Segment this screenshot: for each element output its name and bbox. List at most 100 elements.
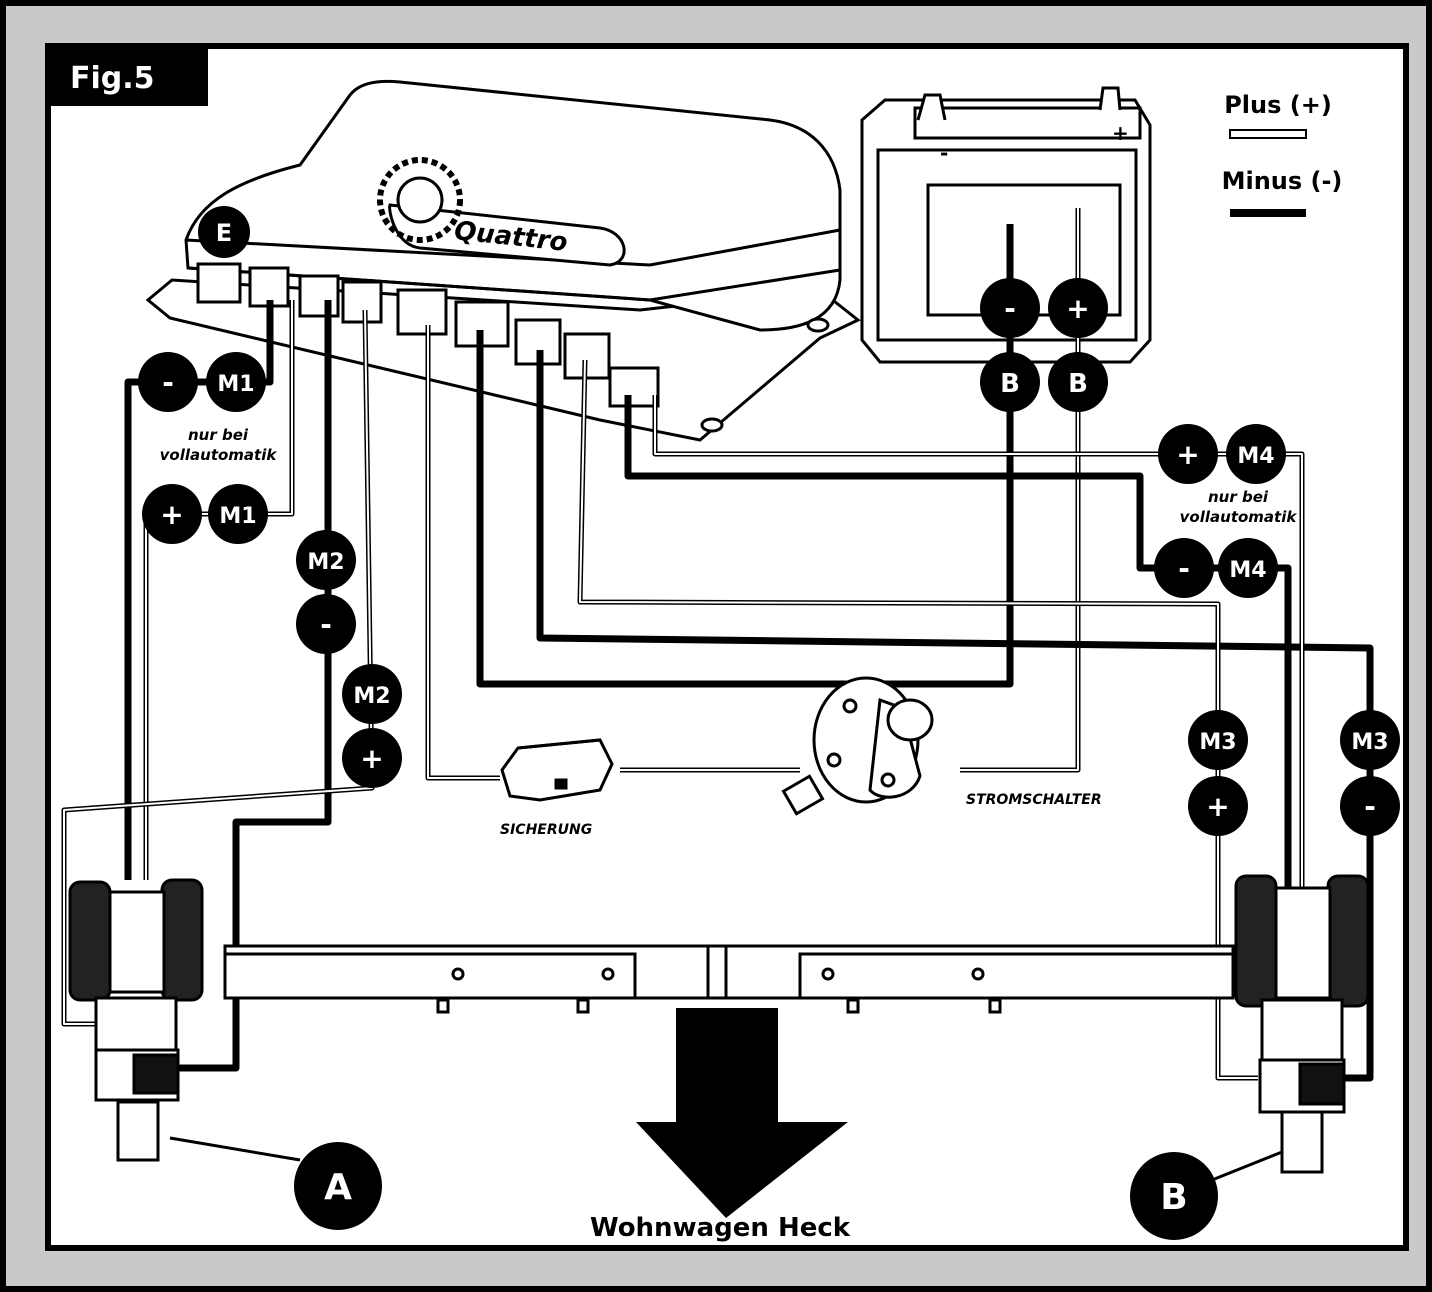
logo-gear <box>377 157 463 243</box>
badges <box>138 278 1400 1240</box>
port-5 <box>396 288 448 336</box>
badge-m1-plus-label <box>208 484 268 544</box>
wire-m4-minus <box>624 395 1292 900</box>
controller-edge-2 <box>187 266 841 302</box>
battery-top <box>913 106 1142 140</box>
badge-m4-plus-sign <box>1158 424 1218 484</box>
roller-left-1 <box>68 880 112 1002</box>
badge-m3-b-sign <box>1340 776 1400 836</box>
badge-bat-plus <box>1048 278 1108 338</box>
axle-left-bracket <box>223 952 637 1000</box>
power-switch <box>781 676 934 816</box>
badge-m1-minus-label <box>206 352 266 412</box>
badge-bat-plus-text: + <box>1066 292 1089 325</box>
legend-minus-label: Minus (-) <box>1222 167 1343 195</box>
badge-m1-minus-sign-text: - <box>162 366 174 399</box>
wire-m1-minus <box>124 300 274 880</box>
badge-m2-b-sign-text: + <box>360 742 383 775</box>
badge-m1-minus-label-text: M1 <box>217 372 254 397</box>
port-3 <box>298 274 340 318</box>
badge-bat-b2-text: B <box>1068 369 1088 399</box>
badge-bat-b1-text: B <box>1000 369 1020 399</box>
port-9 <box>608 366 660 408</box>
switch-label: STROMSCHALTER <box>966 792 1102 808</box>
badge-m4-minus-label <box>1218 538 1278 598</box>
drive-left <box>108 890 166 994</box>
badge-m3-a-sign <box>1188 776 1248 836</box>
axle-right-bracket <box>798 952 1235 1000</box>
badge-m3-a-sign-text: + <box>1206 790 1229 823</box>
motor-right-gear <box>1280 1110 1324 1174</box>
badge-m4-minus-sign-text: - <box>1178 552 1190 585</box>
controller-badge-e <box>198 206 250 258</box>
badge-motor-b <box>1130 1152 1218 1240</box>
badge-m2-b-sign <box>342 728 402 788</box>
badge-m1-minus-sign <box>138 352 198 412</box>
note-right-line2: vollautomatik <box>1180 508 1298 526</box>
battery-terminal-neg <box>916 93 947 121</box>
port-1 <box>196 262 242 304</box>
badge-m3-b-sign-text: - <box>1364 790 1376 823</box>
note-left-line1: nur bei <box>188 426 249 444</box>
badge-m1-plus-sign-text: + <box>160 498 183 531</box>
roller-right-2 <box>1326 874 1370 1008</box>
motor-left-gear <box>116 1100 160 1162</box>
controller-badge-e-label: E <box>216 219 232 247</box>
switch-lever <box>868 697 922 799</box>
legend-plus-label: Plus (+) <box>1224 91 1332 119</box>
motor-left <box>68 878 204 1162</box>
motor-right <box>1234 874 1370 1174</box>
badge-motor-b-text: B <box>1160 1177 1187 1218</box>
badge-motor-a-text: A <box>324 1167 352 1208</box>
badge-m3-b-label <box>1340 710 1400 770</box>
badge-m2-a-label <box>296 530 356 590</box>
badge-m2-a-sign <box>296 594 356 654</box>
logo-ring <box>396 176 444 224</box>
mount-hole-bottom <box>700 417 724 433</box>
badge-m4-plus-label-text: M4 <box>1237 444 1274 469</box>
figure-tab <box>48 46 208 106</box>
badge-m2-a-sign-text: - <box>320 608 332 641</box>
badge-m3-a-label <box>1188 710 1248 770</box>
mount-hole-right <box>806 317 830 333</box>
controller-edge <box>185 228 841 267</box>
battery <box>860 86 1152 364</box>
roller-left-2 <box>160 878 204 1002</box>
battery-terminal-pos <box>1098 86 1122 111</box>
direction-arrow <box>636 1008 848 1218</box>
badge-m1-plus-sign <box>142 484 202 544</box>
wire-m3-minus <box>536 350 1374 1082</box>
axle <box>223 944 1235 1014</box>
fuse-label: SICHERUNG <box>500 822 592 838</box>
note-right-line1: nur bei <box>1208 488 1269 506</box>
badge-m4-minus-label-text: M4 <box>1229 558 1266 583</box>
badge-m4-plus-sign-text: + <box>1176 438 1199 471</box>
leader-b <box>1211 1150 1283 1182</box>
direction-label: Wohnwagen Heck <box>590 1213 851 1243</box>
badge-motor-a <box>294 1142 382 1230</box>
badge-bat-b2 <box>1048 352 1108 412</box>
legend-minus-line <box>1230 209 1306 217</box>
roller-right-1 <box>1234 874 1278 1008</box>
logo-plate <box>388 203 626 267</box>
badge-m3-a-label-text: M3 <box>1199 730 1236 755</box>
badge-m2-b-label <box>342 664 402 724</box>
badge-bat-minus-text: - <box>1004 292 1016 325</box>
badge-bat-minus <box>980 278 1040 338</box>
note-left-line2: vollautomatik <box>160 446 278 464</box>
wires <box>61 208 1374 1182</box>
badge-m2-a-label-text: M2 <box>307 550 344 575</box>
legend-plus-line <box>1229 129 1307 139</box>
badge-labels: - + B B - M1 + M1 M2 - M2 + M3 + M3 - + … <box>160 292 1388 1218</box>
badge-m3-b-label-text: M3 <box>1351 730 1388 755</box>
drive-right <box>1274 886 1332 1000</box>
badge-m2-b-label-text: M2 <box>353 684 390 709</box>
battery-minus-mark: - <box>940 141 948 165</box>
fuse <box>500 738 614 802</box>
switch-thread <box>781 774 825 816</box>
battery-plus-mark: + <box>1112 121 1129 145</box>
badge-bat-b1 <box>980 352 1040 412</box>
